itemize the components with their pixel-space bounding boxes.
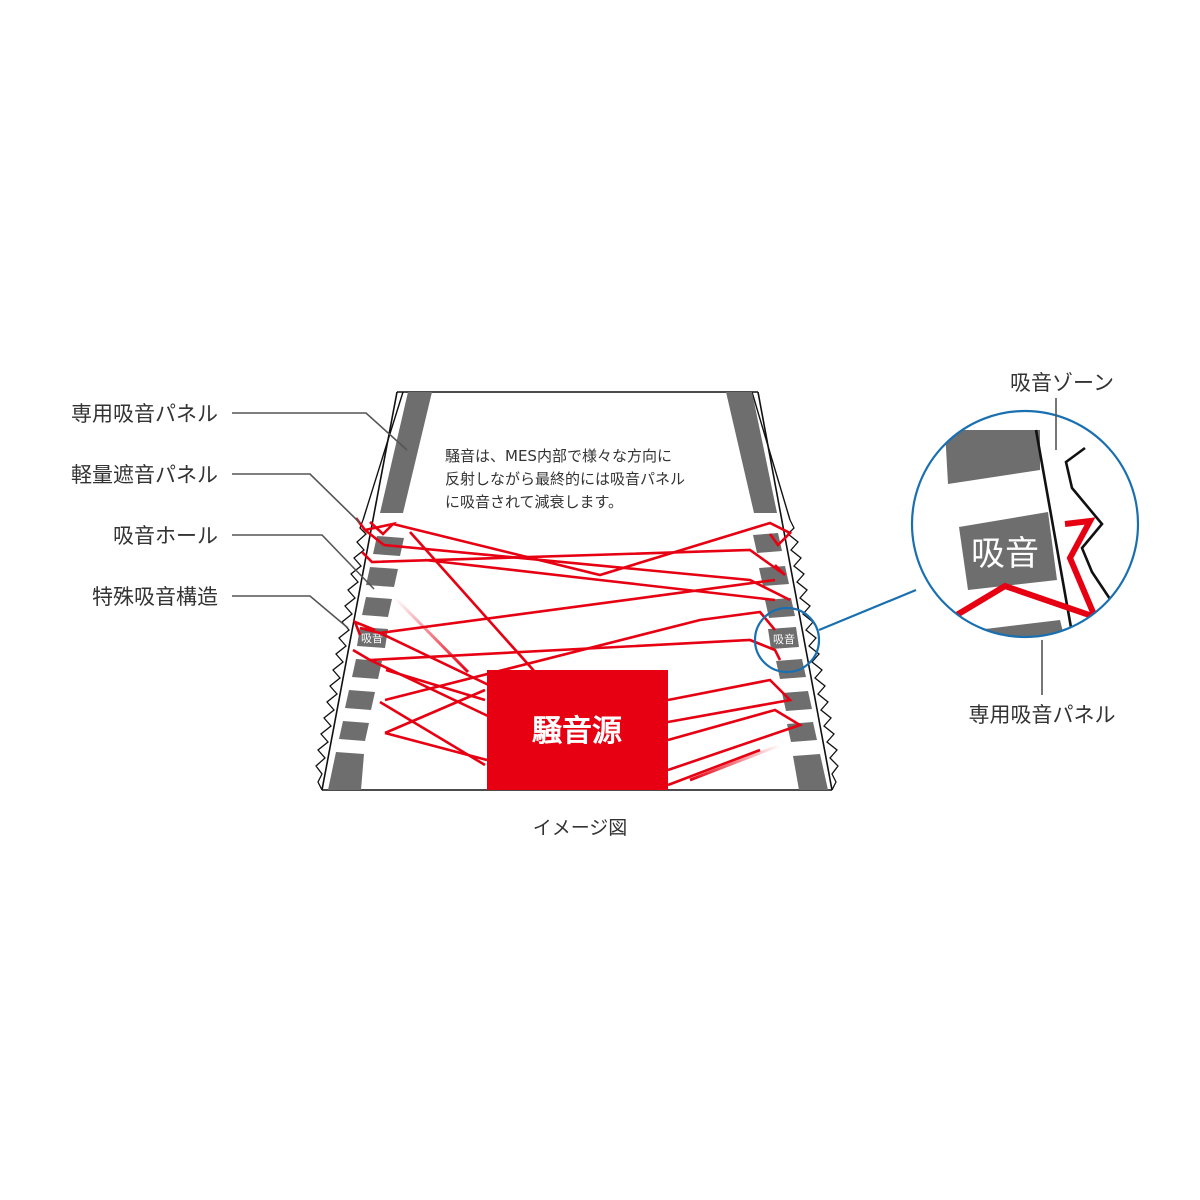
callout-leader-4 — [232, 595, 349, 629]
figure-caption: イメージ図 — [533, 817, 628, 839]
right-corrugated-structure — [787, 519, 839, 791]
zoom-absorb-tag-text: 吸音 — [971, 534, 1039, 574]
zoom-panel-top — [945, 430, 1040, 484]
zoom-detail: 吸音 — [912, 411, 1138, 637]
right-absorb-tag-text: 吸音 — [773, 632, 795, 646]
callout-dedicated-absorb-panel: 専用吸音パネル — [71, 402, 218, 426]
right-outer-wall-inner-line — [751, 391, 791, 521]
left-absorb-blocks — [328, 536, 404, 790]
zoom-circle — [910, 409, 1140, 639]
description-line-2: 反射しながら最終的には吸音パネル — [445, 470, 685, 488]
right-outer-wall — [757, 391, 833, 791]
left-callouts: 専用吸音パネル 軽量遮音パネル 吸音ホール 特殊吸音構造 — [71, 402, 408, 629]
noise-source-label: 騒音源 — [532, 714, 622, 749]
callout-leader-2 — [232, 473, 361, 524]
description-line-3: に吸音されて減衰します。 — [445, 493, 623, 511]
noise-source-box — [487, 670, 668, 790]
left-outer-wall — [321, 391, 398, 791]
zoom-label-absorb-zone: 吸音ゾーン — [1010, 371, 1114, 395]
callout-lightweight-insulation-panel: 軽量遮音パネル — [71, 463, 218, 487]
left-corrugated-structure — [315, 519, 367, 791]
zoom-source-circle — [753, 606, 821, 674]
enclosure: 吸音 吸音 — [315, 391, 839, 791]
fading-ray-right — [689, 743, 781, 782]
right-absorb-panel-main — [726, 392, 777, 513]
zoom-label-dedicated-panel: 専用吸音パネル — [969, 703, 1116, 727]
zoom-panel-bottom — [977, 620, 1075, 637]
zoom-connector-line — [818, 588, 917, 632]
callout-absorb-hole: 吸音ホール — [113, 524, 218, 548]
zoom-reflection-ray — [938, 517, 1101, 628]
callout-leader-3 — [232, 534, 375, 590]
right-absorb-tag: 吸音 — [768, 627, 799, 649]
zoom-absorb-block — [959, 512, 1057, 590]
left-absorb-tag-text: 吸音 — [361, 631, 383, 645]
fading-ray-left — [393, 596, 470, 674]
zoom-wall-line — [1034, 429, 1077, 637]
left-absorb-panel-main — [380, 392, 432, 513]
callout-special-absorb-structure: 特殊吸音構造 — [92, 585, 218, 609]
right-absorb-blocks — [753, 533, 828, 790]
description-text: 騒音は、MES内部で様々な方向に 反射しながら最終的には吸音パネル に吸音されて… — [445, 447, 685, 511]
zoom-callout: 吸音 吸音ゾーン 専用吸音パネル — [753, 371, 1140, 727]
callout-leader-1 — [232, 412, 408, 451]
description-line-1: 騒音は、MES内部で様々な方向に — [445, 447, 672, 465]
noise-source: 騒音源 — [487, 670, 668, 790]
left-outer-wall-inner-line — [362, 391, 404, 521]
